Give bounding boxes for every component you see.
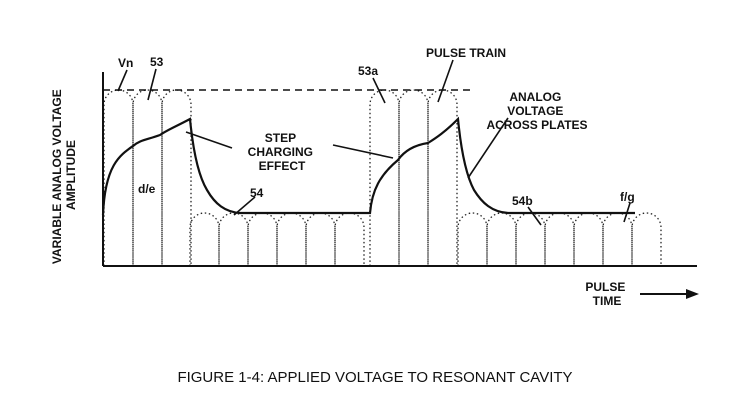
leader-54 xyxy=(233,196,256,216)
label-53a: 53a xyxy=(358,64,378,78)
leader-step-charging-1 xyxy=(185,131,233,149)
low-group-2-pulse-5 xyxy=(573,212,604,266)
label-53: 53 xyxy=(150,55,164,69)
label-analog-voltage-line3: ACROSS PLATES xyxy=(486,118,587,132)
label-step-charging: STEP CHARGING EFFECT xyxy=(248,131,317,173)
high-group-2-pulse-2 xyxy=(398,89,429,266)
low-group-1-pulse-4 xyxy=(276,212,307,266)
leader-step-charging-2 xyxy=(332,144,394,159)
x-axis-label-line2: TIME xyxy=(593,294,622,308)
low-group-2-pulse-1 xyxy=(457,212,488,266)
label-54b: 54b xyxy=(512,194,533,208)
y-axis-label-line2: AMPLITUDE xyxy=(64,140,78,210)
label-step-charging-line1: STEP xyxy=(265,131,296,145)
y-axis-label-line1: VARIABLE ANALOG VOLTAGE xyxy=(50,89,64,264)
label-analog-voltage-line1: ANALOG xyxy=(509,90,561,104)
low-group-1-pulse-2 xyxy=(218,212,249,266)
leader-pulse-train xyxy=(437,59,454,103)
leader-54b xyxy=(527,206,542,226)
leader-fg xyxy=(623,202,631,223)
analog-voltage-curve xyxy=(101,116,635,216)
label-vn: Vn xyxy=(118,56,133,70)
label-fg: f/g xyxy=(620,190,635,204)
label-de: d/e xyxy=(138,182,156,196)
label-analog-voltage-line2: VOLTAGE xyxy=(507,104,563,118)
low-group-2-pulse-6 xyxy=(602,212,633,266)
high-group-1-pulse-3 xyxy=(161,89,192,266)
high-group-2-pulse-3 xyxy=(427,89,458,266)
high-group-1-pulse-1 xyxy=(103,89,134,266)
figure-caption: FIGURE 1-4: APPLIED VOLTAGE TO RESONANT … xyxy=(177,369,572,386)
leader-53 xyxy=(147,68,157,101)
x-axis-label-line1: PULSE xyxy=(585,280,625,294)
leader-53a xyxy=(372,77,386,104)
low-group-1-pulse-6 xyxy=(334,212,365,266)
low-group-1-pulse-3 xyxy=(247,212,278,266)
low-group-1-pulse-1 xyxy=(189,212,220,266)
high-group-1-pulse-2 xyxy=(132,89,163,266)
leader-analog-voltage xyxy=(467,117,509,179)
low-group-2-pulse-3 xyxy=(515,212,546,266)
label-step-charging-line2: CHARGING xyxy=(248,145,313,159)
y-axis-label: VARIABLE ANALOG VOLTAGE AMPLITUDE xyxy=(50,86,78,264)
pulse-train-arches xyxy=(103,89,662,266)
low-group-2-pulse-2 xyxy=(486,212,517,266)
high-group-2-pulse-1 xyxy=(369,89,400,266)
label-pulse-train: PULSE TRAIN xyxy=(426,46,506,60)
low-group-2-pulse-7 xyxy=(631,212,662,266)
time-arrow-head xyxy=(686,289,699,299)
label-analog-voltage: ANALOG VOLTAGE ACROSS PLATES xyxy=(486,90,587,132)
leader-vn xyxy=(117,69,128,92)
label-step-charging-line3: EFFECT xyxy=(259,159,306,173)
low-group-2-pulse-4 xyxy=(544,212,575,266)
label-54: 54 xyxy=(250,186,264,200)
low-group-1-pulse-5 xyxy=(305,212,336,266)
x-axis-label: PULSE TIME xyxy=(585,280,628,308)
